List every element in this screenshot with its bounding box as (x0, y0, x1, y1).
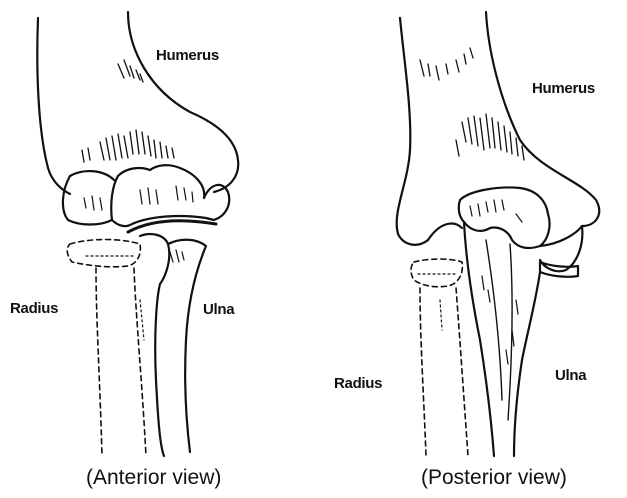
posterior-humerus-outline (397, 12, 600, 245)
posterior-ulna-label: Ulna (555, 367, 586, 384)
posterior-radius-shading (418, 274, 458, 330)
anterior-ulna-outline (140, 234, 206, 456)
posterior-view-caption: (Posterior view) (421, 466, 567, 490)
posterior-humerus-label: Humerus (532, 80, 595, 97)
anterior-humerus-shading (82, 60, 174, 162)
posterior-radius-label: Radius (334, 375, 382, 392)
posterior-elbow-drawing (397, 12, 600, 456)
posterior-ulna-inner (486, 240, 512, 420)
anterior-humerus-outline (37, 12, 238, 194)
anterior-view-caption: (Anterior view) (86, 466, 221, 490)
anterior-ulna-shading (170, 250, 184, 262)
anterior-radius-label: Radius (10, 300, 58, 317)
posterior-radius-outline (411, 259, 468, 456)
posterior-olecranon-shading (470, 200, 522, 222)
posterior-ulna-outline (464, 222, 540, 456)
anterior-humerus-label: Humerus (156, 47, 219, 64)
anterior-condyle-shading (84, 186, 193, 210)
posterior-humerus-shading (420, 48, 524, 160)
anterior-ulna-label: Ulna (203, 301, 234, 318)
anterior-condyles (63, 165, 229, 226)
anterior-elbow-drawing (37, 12, 238, 456)
anterior-joint-line (128, 221, 216, 232)
posterior-olecranon (459, 188, 550, 249)
anterior-radius-outline (67, 240, 146, 457)
